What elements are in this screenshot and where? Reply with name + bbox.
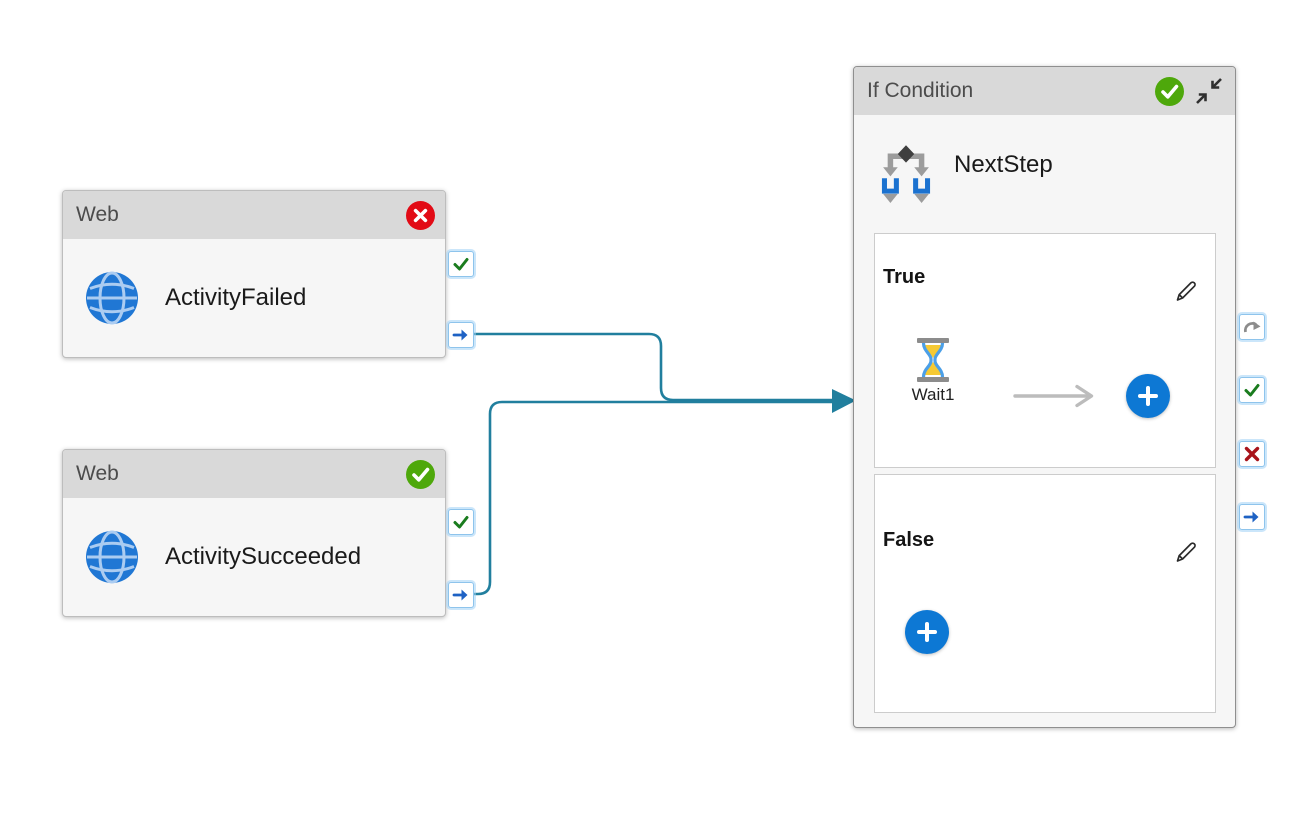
globe-icon <box>85 271 139 325</box>
activity-type-label: Web <box>76 462 119 485</box>
status-failed-icon <box>406 200 435 230</box>
wait-activity-name: Wait1 <box>911 385 955 404</box>
port-succeeded[interactable] <box>1239 377 1265 403</box>
add-activity-false-button[interactable] <box>905 610 949 654</box>
edit-false-activities-pencil-icon[interactable] <box>1172 538 1200 566</box>
if-condition-row: NextStep <box>854 129 1235 205</box>
plus-icon <box>1138 386 1158 406</box>
activity-type-label: If Condition <box>867 79 974 102</box>
edit-true-activities-pencil-icon[interactable] <box>1172 277 1200 305</box>
activity-header[interactable]: If Condition <box>854 67 1235 115</box>
activity-type-label: Web <box>76 203 119 226</box>
flow-arrow-icon <box>1013 384 1105 408</box>
activity-body: ActivitySucceeded <box>63 498 445 616</box>
port-skipped[interactable] <box>1239 314 1265 340</box>
port-completion[interactable] <box>1239 504 1265 530</box>
status-succeeded-icon <box>406 459 435 489</box>
collapse-icon[interactable] <box>1193 75 1225 107</box>
port-completion[interactable] <box>448 582 474 608</box>
activity-node-activityfailed[interactable]: Web ActivityFailed <box>62 190 474 358</box>
false-branch-panel[interactable]: False <box>874 474 1216 713</box>
connector-activitysucceeded-to-nextstep[interactable] <box>474 400 833 596</box>
port-succeeded[interactable] <box>448 509 474 535</box>
plus-icon <box>917 622 937 642</box>
port-failed[interactable] <box>1239 441 1265 467</box>
activity-name: ActivitySucceeded <box>165 543 362 570</box>
status-succeeded-icon <box>1155 76 1184 106</box>
activity-node-nextstep-if-condition[interactable]: If Condition <box>853 66 1265 728</box>
true-branch-label: True <box>883 266 926 288</box>
port-completion[interactable] <box>448 322 474 348</box>
port-succeeded[interactable] <box>448 251 474 277</box>
activity-name: NextStep <box>954 151 1053 178</box>
activity-header[interactable]: Web <box>63 191 445 239</box>
activity-header[interactable]: Web <box>63 450 445 498</box>
activity-name: ActivityFailed <box>165 284 307 311</box>
globe-icon <box>85 530 139 584</box>
activity-node-activitysucceeded[interactable]: Web ActivitySucceeded <box>62 449 474 617</box>
true-branch-panel[interactable]: True Wait1 <box>874 233 1216 468</box>
if-condition-branch-icon <box>878 137 934 203</box>
false-branch-label: False <box>883 529 935 551</box>
add-activity-true-button[interactable] <box>1126 374 1170 418</box>
wait-activity-node[interactable]: Wait1 <box>895 338 971 405</box>
hourglass-icon <box>917 338 949 382</box>
connector-activityfailed-to-nextstep[interactable] <box>474 332 833 402</box>
activity-body: ActivityFailed <box>63 239 445 357</box>
